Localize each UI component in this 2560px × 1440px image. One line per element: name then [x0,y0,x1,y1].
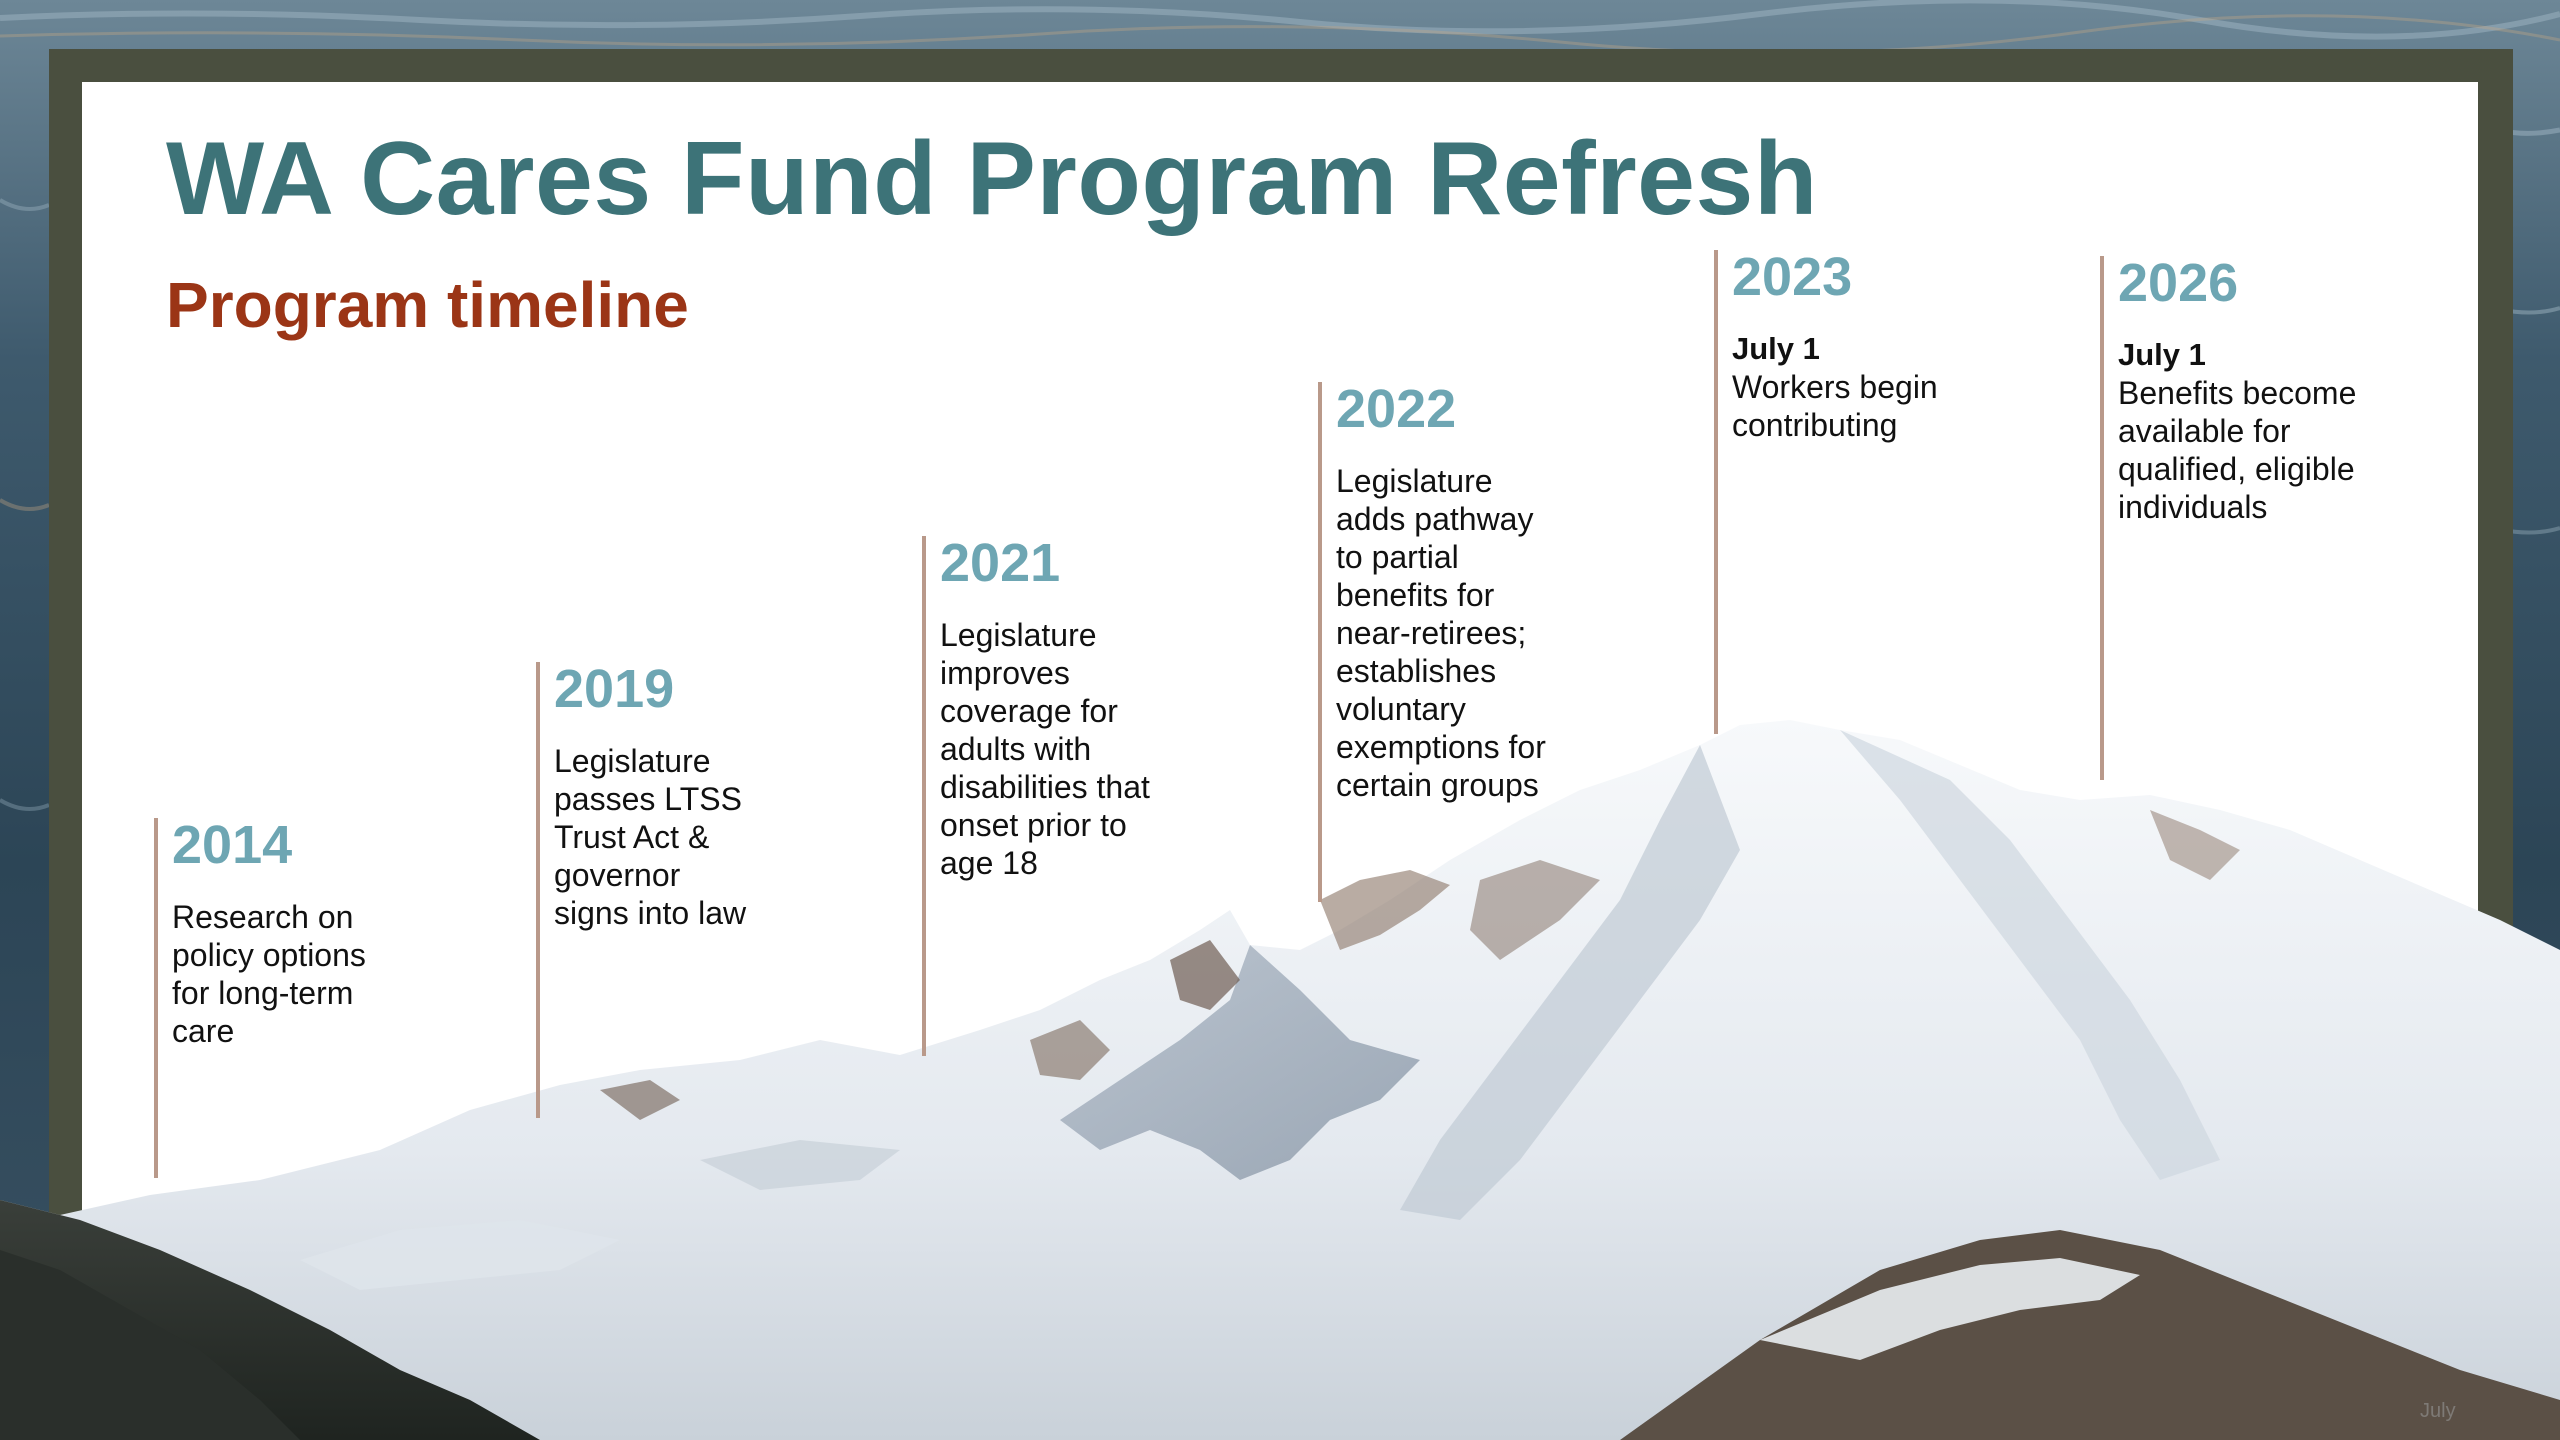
milestone-year: 2026 [2118,253,2239,313]
slide-title: WA Cares Fund Program Refresh [166,121,1818,237]
milestone-description: Legislature passes LTSS Trust Act & gove… [554,743,747,931]
timeline-milestone-2022: 2022 Legislature adds pathway to partial… [1318,382,1546,902]
milestone-year: 2023 [1732,247,1853,307]
milestone-year: 2019 [554,659,675,719]
milestone-year: 2022 [1336,379,1457,439]
timeline-milestone-2021: 2021 Legislature improves coverage for a… [922,536,1150,1056]
milestone-description: Legislature adds pathway to partial bene… [1336,463,1546,803]
milestone-description: Workers begin contributing [1732,369,1938,443]
milestone-description: Research on policy options for long-term… [172,899,366,1049]
footer-watermark: July [2420,1400,2456,1422]
milestone-description: Legislature improves coverage for adults… [940,617,1150,881]
milestone-date: July 1 [1732,331,1820,366]
slide-subtitle: Program timeline [166,269,689,341]
milestone-year: 2021 [940,533,1061,593]
timeline-milestone-2026: 2026 July 1 Benefits become available fo… [2100,256,2356,780]
milestone-year: 2014 [172,815,293,875]
timeline-milestone-2023: 2023 July 1 Workers begin contributing [1714,250,1938,734]
milestone-description: Benefits become available for qualified,… [2118,375,2357,525]
timeline-milestone-2014: 2014 Research on policy options for long… [154,818,366,1178]
timeline-milestone-2019: 2019 Legislature passes LTSS Trust Act &… [536,662,746,1118]
milestone-date: July 1 [2118,337,2206,372]
